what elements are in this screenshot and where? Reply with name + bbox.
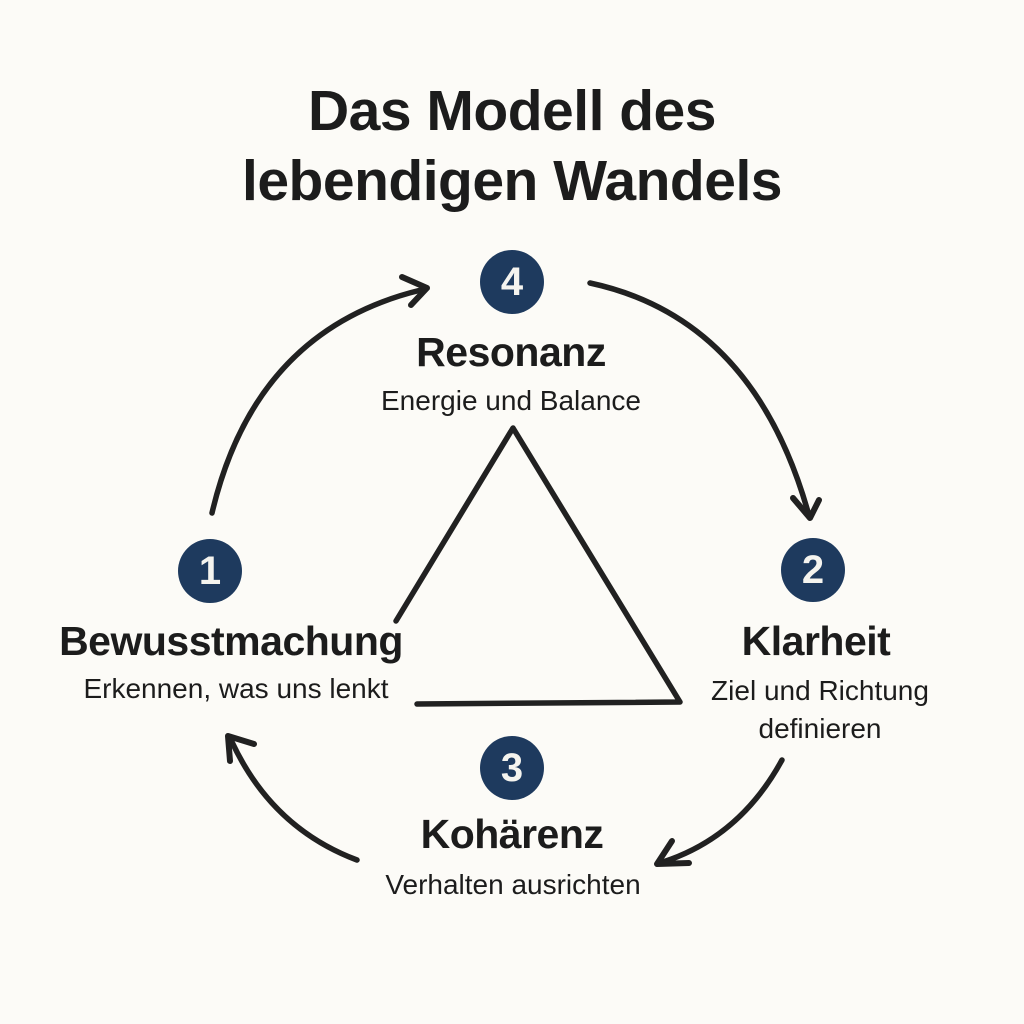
step-number-1: 1 (198, 548, 222, 593)
arrow-left-to-top (209, 287, 424, 516)
arrow-right-to-bottom-head (654, 838, 692, 867)
step-circle-3: 3 (480, 736, 544, 800)
step-circle-1: 1 (178, 539, 242, 603)
triangle-shape (393, 425, 683, 707)
step-desc-bewusstmachung: Erkennen, was uns lenkt (83, 673, 389, 704)
page-title-line2: lebendigen Wandels (242, 149, 782, 214)
step-circle-4: 4 (480, 250, 544, 314)
step-name-bewusstmachung: Bewusstmachung (59, 618, 403, 664)
arrow-bottom-to-left (229, 739, 360, 863)
arrow-top-to-right-head (790, 495, 822, 521)
step-desc-resonanz: Energie und Balance (381, 385, 641, 416)
step-desc-kohaerenz: Verhalten ausrichten (385, 869, 641, 900)
step-circle-2: 2 (781, 538, 845, 602)
arrow-right-to-bottom (660, 757, 785, 865)
step-name-kohaerenz: Kohärenz (420, 811, 604, 857)
page-title-line1: Das Modell des (308, 79, 716, 143)
arrow-bottom-to-left-head (225, 733, 257, 764)
step-desc-klarheit: Ziel und Richtung definieren (711, 675, 929, 744)
arrow-left-to-top-head (399, 274, 430, 308)
step-name-klarheit: Klarheit (741, 618, 891, 664)
arrow-top-to-right (587, 280, 811, 515)
step-number-4: 4 (500, 259, 524, 304)
page-title: Das Modell des lebendigen Wandels (0, 76, 1024, 216)
step-number-3: 3 (500, 745, 524, 790)
step-name-resonanz: Resonanz (416, 329, 606, 375)
step-number-2: 2 (801, 547, 825, 592)
